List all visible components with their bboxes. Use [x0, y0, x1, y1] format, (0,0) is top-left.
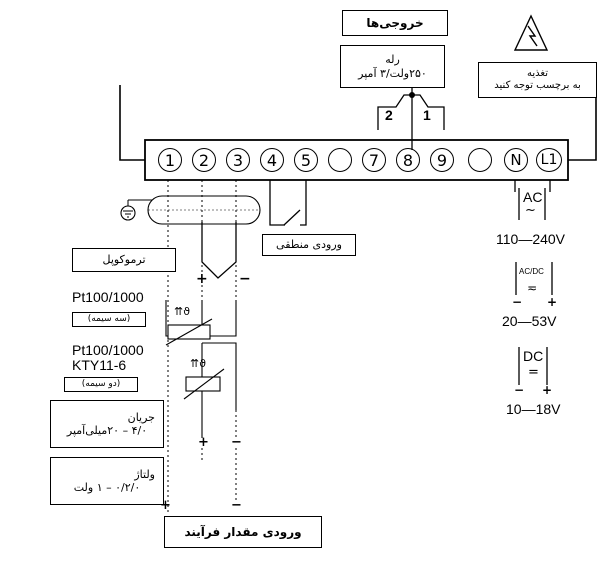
thermocouple-wires: [201, 222, 237, 279]
thermocouple-box: ترموکوپل: [72, 248, 176, 272]
rtd3-symbol: ⇈ϑ: [174, 305, 191, 318]
ac-type: AC: [523, 189, 543, 205]
outputs-header: خروجی‌ها: [342, 10, 448, 36]
current-input-range: ۴/۰ – ۲۰میلی‌آمپر: [66, 424, 148, 437]
dc-minus: −: [514, 383, 525, 397]
thermocouple-label: ترموکوپل: [102, 253, 146, 267]
terminal-1: 1: [158, 148, 182, 172]
relay-rating: ۲۵۰ولت/۳ آمپر: [358, 66, 427, 80]
acdc-supply-symbol: [515, 262, 553, 295]
relay-info-box: رله ۲۵۰ولت/۳ آمپر: [340, 45, 445, 88]
supply-note-box: تغذیه به برچسب توجه کنید: [478, 62, 597, 98]
warning-icon: [513, 14, 549, 51]
dc-range: 10—18V: [506, 401, 561, 417]
terminal-9: 9: [430, 148, 454, 172]
housing-line-left: [119, 85, 145, 161]
current-minus: −: [231, 435, 242, 450]
acdc-symbol: ≂: [527, 281, 538, 295]
acdc-range: 20—53V: [502, 313, 557, 329]
acdc-minus: −: [512, 295, 523, 309]
dc-supply-symbol: [518, 347, 548, 385]
terminal-6-empty: [328, 148, 352, 172]
logic-input-box: ورودی منطقی: [262, 234, 356, 256]
relay-title: رله: [385, 53, 400, 67]
voltage-input-range: ۰/۲/۰ – ۱ ولت: [73, 481, 141, 494]
supply-note-text: به برچسب توجه کنید: [494, 80, 581, 91]
terminal-l1: L1: [536, 148, 562, 172]
rtd2-wiring-box: (دو سیمه): [64, 377, 138, 392]
voltage-input-title: ولتاژ: [134, 467, 155, 481]
process-input-box: ورودی مقدار فرآیند: [164, 516, 322, 548]
dc-plus: +: [542, 383, 553, 397]
outputs-label: خروجی‌ها: [366, 15, 424, 30]
supply-note-title: تغذیه: [527, 68, 549, 79]
acdc-plus: +: [547, 295, 558, 309]
terminal-8: 8: [396, 148, 420, 172]
housing-line-right: [568, 85, 597, 161]
tc-minus: −: [239, 271, 251, 287]
logic-input-label: ورودی منطقی: [276, 238, 342, 252]
acdc-type: AC/DC: [519, 267, 544, 276]
terminal-5: 5: [294, 148, 318, 172]
relay-contact-a: 2: [385, 107, 393, 123]
current-plus: +: [198, 435, 209, 450]
terminal-n: N: [504, 148, 528, 172]
terminal-3: 3: [226, 148, 250, 172]
terminal-row: 1 2 3 4 5 7 8 9 N L1: [152, 148, 566, 174]
logic-input-switch: [283, 209, 301, 226]
dc-type: DC: [523, 348, 544, 364]
rtd2-resistor: [185, 376, 221, 392]
logic-input-wire-right: [300, 180, 307, 226]
current-input-title: جریان: [127, 410, 155, 424]
terminal-2: 2: [192, 148, 216, 172]
voltage-plus: +: [160, 498, 171, 513]
ac-range: 110—240V: [496, 231, 566, 247]
rtd3-model: Pt100/1000: [72, 289, 144, 305]
terminal-4: 4: [260, 148, 284, 172]
rtd3-wiring-label: (سه سیمه): [87, 314, 131, 325]
voltage-minus: −: [231, 498, 242, 513]
terminal-10-empty: [468, 148, 492, 172]
rtd2-wiring-label: (دو سیمه): [81, 379, 121, 390]
tc-plus: +: [196, 271, 208, 287]
voltage-input-box: ولتاژ ۰/۲/۰ – ۱ ولت: [50, 457, 164, 505]
logic-input-wire-left: [269, 180, 285, 226]
rtd2-model-2: KTY11-6: [72, 357, 127, 373]
rtd2-model-1: Pt100/1000: [72, 342, 144, 358]
ground-icon: [120, 205, 136, 221]
dc-symbol: =: [528, 365, 539, 380]
ac-symbol: ~: [525, 203, 536, 218]
current-input-box: جریان ۴/۰ – ۲۰میلی‌آمپر: [50, 400, 164, 448]
terminal-7: 7: [362, 148, 386, 172]
rtd3-wiring-box: (سه سیمه): [72, 312, 146, 327]
rtd2-symbol: ⇈ϑ: [190, 357, 207, 370]
ac-supply-symbol: [518, 188, 546, 220]
process-input-label: ورودی مقدار فرآیند: [184, 524, 302, 539]
relay-contact-b: 1: [423, 107, 431, 123]
